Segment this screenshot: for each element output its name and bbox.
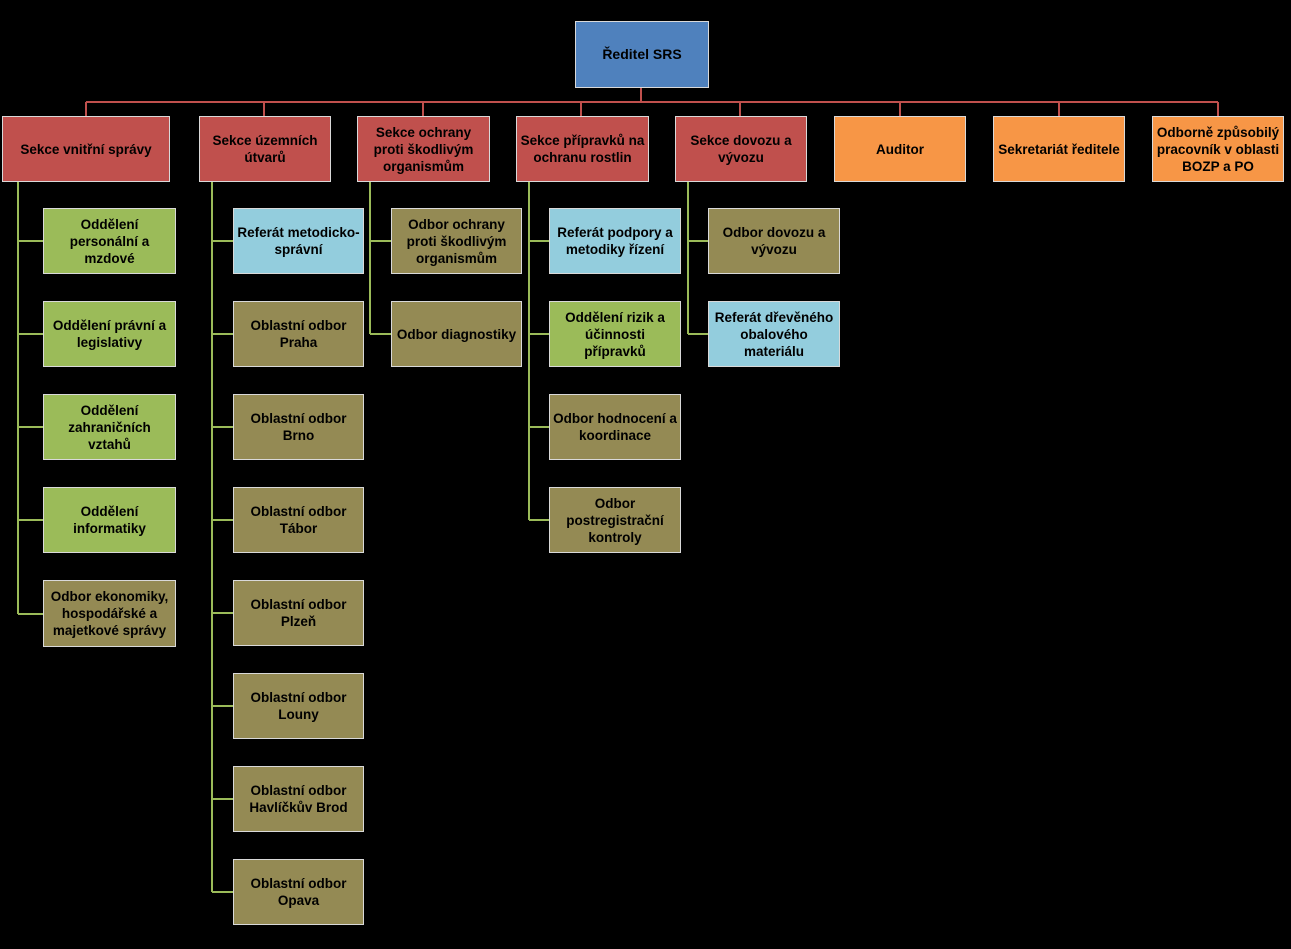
regional-office-brno[interactable]: Oblastní odbor Brno: [233, 394, 364, 460]
unit-methodical-admin[interactable]: Referát metodicko-správní: [233, 208, 364, 274]
dept-personnel-payroll[interactable]: Oddělení personální a mzdové: [43, 208, 176, 274]
office-import-export[interactable]: Odbor dovozu a vývozu: [708, 208, 840, 274]
dept-informatics[interactable]: Oddělení informatiky: [43, 487, 176, 553]
regional-office-praha[interactable]: Oblastní odbor Praha: [233, 301, 364, 367]
staff-auditor[interactable]: Auditor: [834, 116, 966, 182]
dept-economics[interactable]: Odbor ekonomiky, hospodářské a majetkové…: [43, 580, 176, 647]
office-post-registration-control[interactable]: Odbor postregistrační kontroly: [549, 487, 681, 553]
regional-office-opava[interactable]: Oblastní odbor Opava: [233, 859, 364, 925]
regional-office-plzen[interactable]: Oblastní odbor Plzeň: [233, 580, 364, 646]
staff-bozp-po[interactable]: Odborně způsobilý pracovník v oblasti BO…: [1152, 116, 1284, 182]
regional-office-havlickuv-brod[interactable]: Oblastní odbor Havlíčkův Brod: [233, 766, 364, 832]
section-plant-protection-products[interactable]: Sekce přípravků na ochranu rostlin: [516, 116, 649, 182]
section-pest-protection[interactable]: Sekce ochrany proti škodlivým organismům: [357, 116, 490, 182]
section-import-export[interactable]: Sekce dovozu a vývozu: [675, 116, 807, 182]
regional-office-louny[interactable]: Oblastní odbor Louny: [233, 673, 364, 739]
office-pest-protection[interactable]: Odbor ochrany proti škodlivým organismům: [391, 208, 522, 274]
regional-office-tabor[interactable]: Oblastní odbor Tábor: [233, 487, 364, 553]
unit-wood-packaging[interactable]: Referát dřevěného obalového materiálu: [708, 301, 840, 367]
staff-secretariat[interactable]: Sekretariát ředitele: [993, 116, 1125, 182]
director-box[interactable]: Ředitel SRS: [575, 21, 709, 88]
dept-legal-legislation[interactable]: Oddělení právní a legislativy: [43, 301, 176, 367]
office-diagnostics[interactable]: Odbor diagnostiky: [391, 301, 522, 367]
dept-risk-efficacy[interactable]: Oddělení rizik a účinnosti přípravků: [549, 301, 681, 367]
unit-support-methodology[interactable]: Referát podpory a metodiky řízení: [549, 208, 681, 274]
dept-foreign-relations[interactable]: Oddělení zahraničních vztahů: [43, 394, 176, 460]
section-territorial-units[interactable]: Sekce územních útvarů: [199, 116, 331, 182]
section-internal-admin[interactable]: Sekce vnitřní správy: [2, 116, 170, 182]
office-evaluation-coordination[interactable]: Odbor hodnocení a koordinace: [549, 394, 681, 460]
